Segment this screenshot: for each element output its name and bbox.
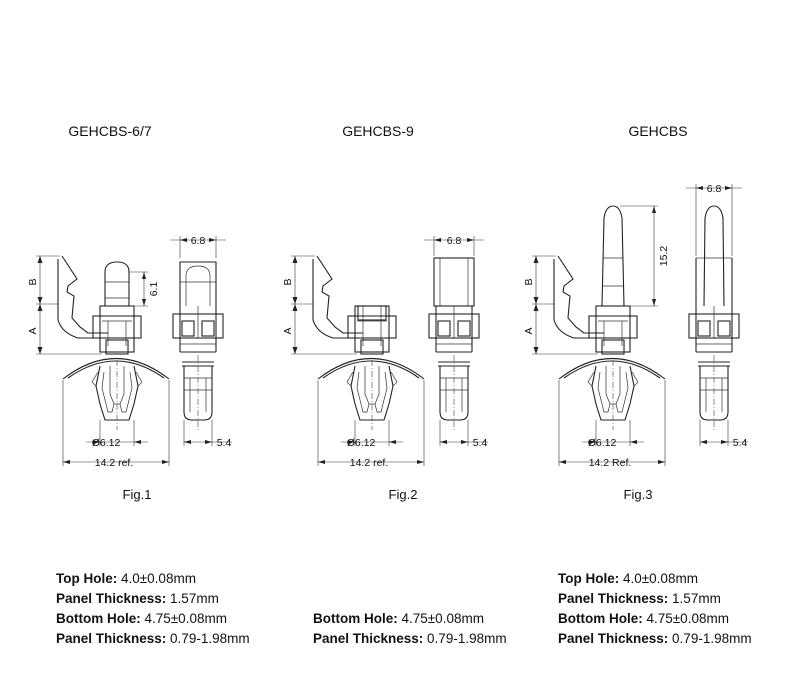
spec-row: Panel Thickness: 1.57mm <box>558 589 752 609</box>
figure-3-side-width-label: 6.8 <box>707 183 722 195</box>
figure-1-height-label: 6.1 <box>148 282 160 297</box>
spec-row: Panel Thickness: 0.79-1.98mm <box>56 629 250 649</box>
figure-2-front-view: B A Ø6.12 14.2 ref. <box>282 255 425 469</box>
figure-1-caption: Fig.1 <box>123 487 152 502</box>
spec-value: 4.0±0.08mm <box>619 571 698 586</box>
spec-value: 4.75±0.08mm <box>397 611 484 626</box>
spec-block-right: Top Hole: 4.0±0.08mm Panel Thickness: 1.… <box>558 569 752 649</box>
spec-value: 4.75±0.08mm <box>140 611 227 626</box>
figure-2-dim-b-label: B <box>282 278 294 285</box>
spec-label: Panel Thickness: <box>313 631 424 646</box>
figure-3-hole-label: Ø6.12 <box>588 437 617 449</box>
spec-label: Top Hole: <box>558 571 620 586</box>
figure-1-front-view: 6.1 B A Ø6.12 14.2 ref. <box>27 255 170 469</box>
figure-2-hole-label: Ø6.12 <box>347 437 376 449</box>
figure-2-dim-a-label: A <box>282 327 294 334</box>
figure-3-side-view: 6.8 5.4 <box>686 183 749 449</box>
spec-label: Panel Thickness: <box>558 591 669 606</box>
spec-label: Bottom Hole: <box>56 611 141 626</box>
figure-2-title: GEHCBS-9 <box>342 123 414 139</box>
spec-row: Panel Thickness: 0.79-1.98mm <box>313 629 507 649</box>
spec-row: Bottom Hole: 4.75±0.08mm <box>56 609 250 629</box>
spec-row: Bottom Hole: 4.75±0.08mm <box>313 609 507 629</box>
figure-1-ref-label: 14.2 ref. <box>95 457 134 469</box>
spec-value: 4.75±0.08mm <box>642 611 729 626</box>
figure-1-title: GEHCBS-6/7 <box>68 123 151 139</box>
figure-1-dim-b-label: B <box>27 278 39 285</box>
figure-3-caption: Fig.3 <box>624 487 653 502</box>
spec-label: Bottom Hole: <box>313 611 398 626</box>
spec-value: 0.79-1.98mm <box>423 631 507 646</box>
spec-block-left: Top Hole: 4.0±0.08mm Panel Thickness: 1.… <box>56 569 250 649</box>
spec-label: Panel Thickness: <box>56 591 167 606</box>
figure-1-hole-label: Ø6.12 <box>92 437 121 449</box>
figure-3-bottom-width-label: 5.4 <box>733 437 748 449</box>
figure-2-side-view: 6.8 5.4 <box>424 235 489 449</box>
spec-value: 0.79-1.98mm <box>668 631 752 646</box>
figure-3-height-label: 15.2 <box>658 246 670 267</box>
figure-2-side-width-label: 6.8 <box>447 235 462 247</box>
figure-1-bottom-width-label: 5.4 <box>217 437 232 449</box>
figure-1-side-width-label: 6.8 <box>191 235 206 247</box>
spec-row: Top Hole: 4.0±0.08mm <box>56 569 250 589</box>
spec-value: 1.57mm <box>668 591 721 606</box>
figure-1-side-view: 6.8 5.4 <box>170 235 233 449</box>
figure-2-bottom-width-label: 5.4 <box>473 437 488 449</box>
spec-label: Top Hole: <box>56 571 118 586</box>
spec-label: Panel Thickness: <box>56 631 167 646</box>
figure-3-front-view: 15.2 B A Ø6.12 14.2 Ref. <box>523 205 670 469</box>
spec-value: 4.0±0.08mm <box>117 571 196 586</box>
spec-label: Bottom Hole: <box>558 611 643 626</box>
figure-3-dim-a-label: A <box>523 327 535 334</box>
spec-value: 0.79-1.98mm <box>166 631 250 646</box>
figure-3-dim-b-label: B <box>523 278 535 285</box>
figure-2-caption: Fig.2 <box>389 487 418 502</box>
spec-row: Bottom Hole: 4.75±0.08mm <box>558 609 752 629</box>
spec-block-middle: Bottom Hole: 4.75±0.08mm Panel Thickness… <box>313 609 507 649</box>
spec-row: Top Hole: 4.0±0.08mm <box>558 569 752 589</box>
spec-row: Panel Thickness: 0.79-1.98mm <box>558 629 752 649</box>
figure-1-dim-a-label: A <box>27 327 39 334</box>
spec-label: Panel Thickness: <box>558 631 669 646</box>
figure-3-title: GEHCBS <box>628 123 687 139</box>
figure-2-ref-label: 14.2 ref. <box>350 457 389 469</box>
spec-value: 1.57mm <box>166 591 219 606</box>
figure-3-ref-label: 14.2 Ref. <box>589 457 632 469</box>
spec-row: Panel Thickness: 1.57mm <box>56 589 250 609</box>
